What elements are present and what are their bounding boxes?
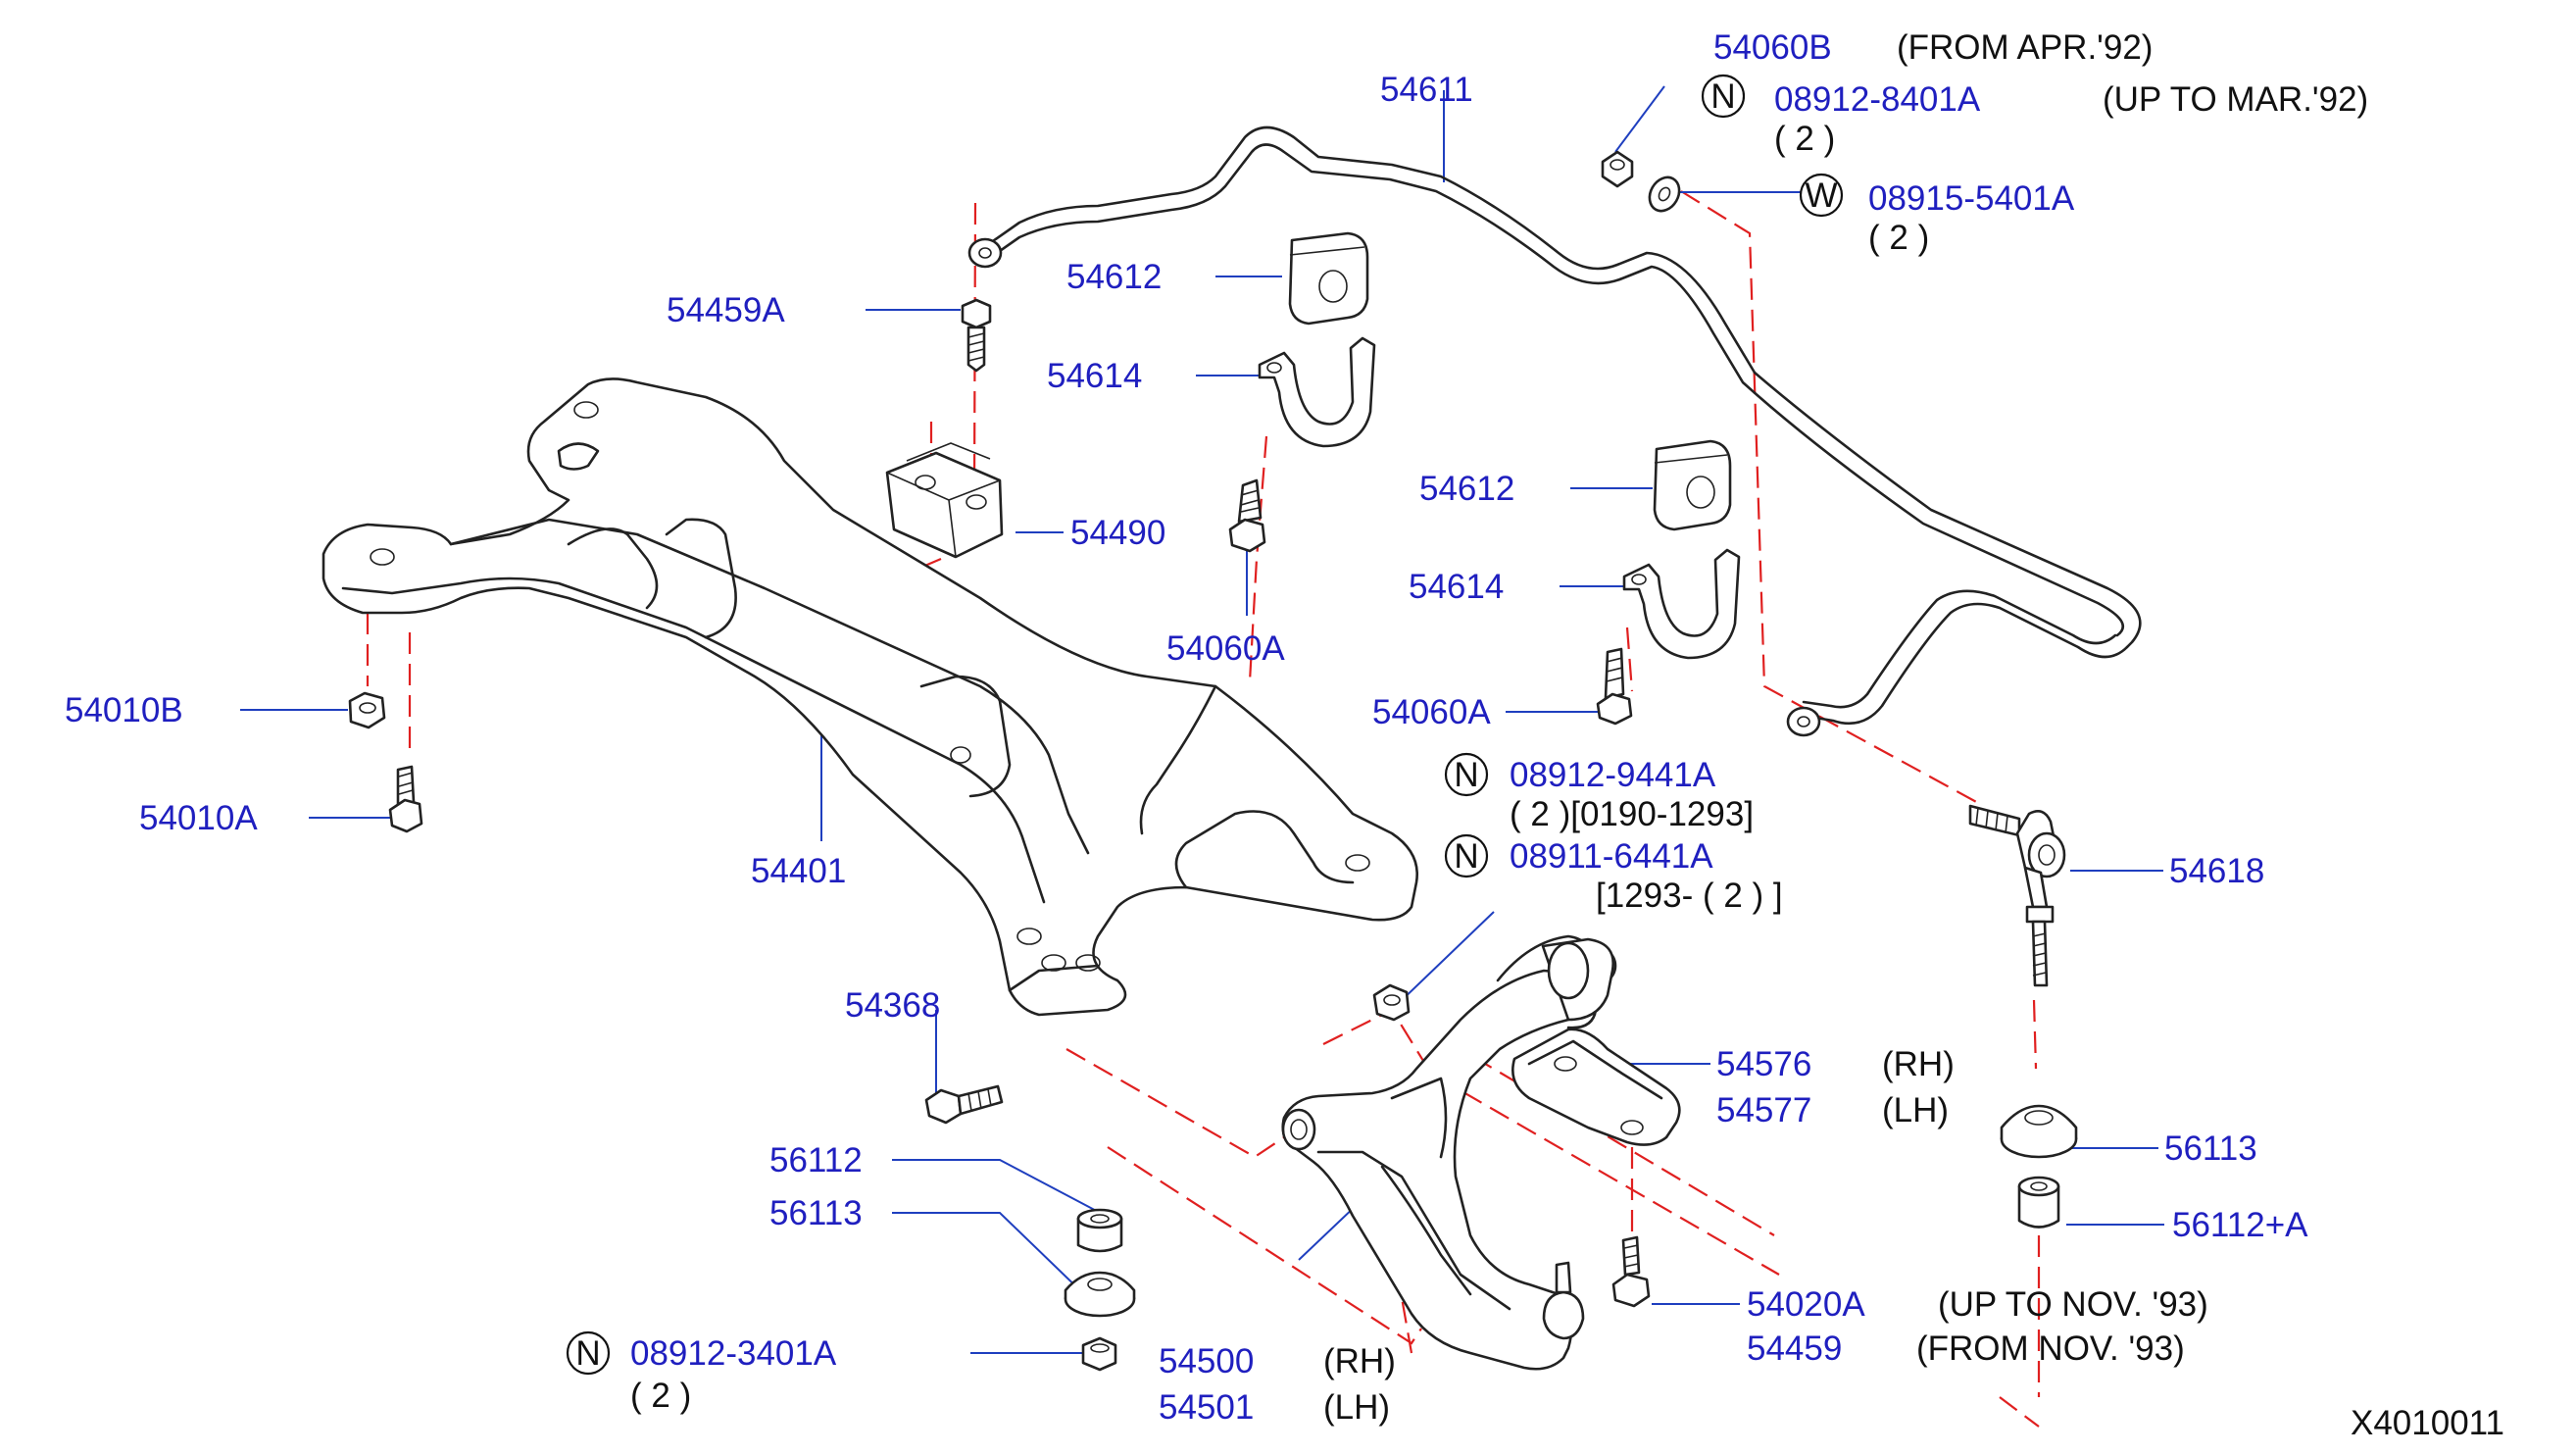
label-56112: 56112 bbox=[769, 1141, 863, 1179]
label-54459A: 54459A bbox=[667, 291, 785, 329]
bolt-54459A bbox=[961, 298, 992, 373]
label-56113-left: 56113 bbox=[769, 1194, 863, 1232]
bolt-54368 bbox=[924, 1084, 1004, 1125]
label-08912-9441A: 08912-9441A bbox=[1510, 756, 1716, 794]
label-54500: 54500 bbox=[1159, 1342, 1254, 1380]
leader-lines bbox=[240, 85, 2164, 1354]
washer-symbol-08915-5401A: W bbox=[1799, 173, 1844, 218]
qty-08912-8401A: ( 2 ) bbox=[1774, 120, 1835, 158]
bolt-54020A bbox=[1611, 1235, 1651, 1308]
label-08915-5401A: 08915-5401A bbox=[1868, 179, 2075, 218]
lower-arm-54500 bbox=[1281, 934, 1617, 1371]
qty-08912-3401A: ( 2 ) bbox=[630, 1377, 691, 1415]
note-lh-54577: (LH) bbox=[1882, 1091, 1949, 1129]
nut-symbol-08912-9441A: N bbox=[1444, 752, 1489, 797]
label-54060A-lower: 54060A bbox=[1372, 693, 1491, 731]
label-08912-8401A: 08912-8401A bbox=[1774, 80, 1981, 119]
label-54010B: 54010B bbox=[65, 691, 183, 729]
bushing-56113-left bbox=[1064, 1271, 1136, 1318]
bushing-56112A-right bbox=[2017, 1176, 2060, 1229]
range-08911-6441A: [1293- ( 2 ) ] bbox=[1596, 877, 1783, 915]
nut-symbol-08911-6441A: N bbox=[1444, 833, 1489, 878]
label-54612-upper: 54612 bbox=[1066, 258, 1162, 296]
note-up-to-mar92: (UP TO MAR.'92) bbox=[2103, 80, 2368, 119]
svg-text:N: N bbox=[575, 1334, 600, 1373]
mount-54490 bbox=[885, 442, 1004, 559]
qty-08915-5401A: ( 2 ) bbox=[1868, 219, 1929, 257]
note-up-to-nov93: (UP TO NOV. '93) bbox=[1938, 1285, 2208, 1324]
qty-range-08912-9441A: ( 2 )[0190-1293] bbox=[1510, 795, 1754, 833]
stabilizer-bar bbox=[967, 125, 2142, 737]
nut-08912-3401A bbox=[1081, 1336, 1117, 1372]
nut-54060B bbox=[1601, 150, 1634, 188]
label-54618: 54618 bbox=[2169, 852, 2264, 890]
drawing-id: X4010011 bbox=[2351, 1404, 2504, 1442]
label-54577: 54577 bbox=[1716, 1091, 1811, 1129]
washer-08915 bbox=[1648, 176, 1681, 213]
note-rh-54500: (RH) bbox=[1323, 1342, 1396, 1380]
bushing-56113-right bbox=[2000, 1104, 2078, 1159]
bolt-54060A-lower bbox=[1596, 647, 1633, 726]
label-56113-right: 56113 bbox=[2164, 1129, 2257, 1168]
note-rh-54576: (RH) bbox=[1882, 1045, 1955, 1083]
bracket-54614-lower bbox=[1622, 548, 1741, 660]
svg-text:N: N bbox=[1454, 756, 1478, 794]
bolt-54060A-upper bbox=[1228, 478, 1266, 553]
label-54060A-upper: 54060A bbox=[1166, 629, 1285, 668]
bracket-54576 bbox=[1511, 1028, 1681, 1146]
stabilizer-link-54618 bbox=[1968, 804, 2066, 987]
labels: 54060B (FROM APR.'92) 08912-8401A (UP TO… bbox=[65, 28, 2504, 1442]
note-from-apr92: (FROM APR.'92) bbox=[1897, 28, 2153, 67]
nut-symbol-08912-3401A: N bbox=[566, 1330, 611, 1376]
bolt-54010A bbox=[388, 765, 423, 833]
label-54576: 54576 bbox=[1716, 1045, 1811, 1083]
label-08912-3401A: 08912-3401A bbox=[630, 1334, 837, 1373]
bushing-56112-left bbox=[1076, 1208, 1123, 1253]
label-54612-lower: 54612 bbox=[1419, 470, 1514, 508]
bushing-54612-lower bbox=[1653, 439, 1732, 531]
note-lh-54501: (LH) bbox=[1323, 1388, 1390, 1427]
bushing-54612-upper bbox=[1288, 231, 1369, 326]
label-54611: 54611 bbox=[1380, 71, 1473, 109]
nut-08912-9441A bbox=[1372, 983, 1411, 1022]
nut-54010B bbox=[348, 691, 386, 729]
label-54401: 54401 bbox=[751, 852, 846, 890]
label-54060B: 54060B bbox=[1713, 28, 1832, 67]
label-54501: 54501 bbox=[1159, 1388, 1254, 1427]
bracket-54614-upper bbox=[1258, 336, 1376, 448]
label-54614-upper: 54614 bbox=[1047, 357, 1142, 395]
crossmember-54401 bbox=[322, 377, 1419, 1017]
label-54614-lower: 54614 bbox=[1409, 568, 1504, 606]
label-54020A: 54020A bbox=[1747, 1285, 1865, 1324]
note-from-nov93: (FROM NOV. '93) bbox=[1916, 1330, 2185, 1368]
label-54368: 54368 bbox=[845, 986, 940, 1025]
label-54459: 54459 bbox=[1747, 1330, 1842, 1368]
label-54010A: 54010A bbox=[139, 799, 258, 837]
nut-symbol-08912-8401A: N bbox=[1701, 74, 1746, 119]
svg-text:N: N bbox=[1454, 837, 1478, 876]
label-08911-6441A: 08911-6441A bbox=[1510, 837, 1713, 876]
label-56112A: 56112+A bbox=[2172, 1206, 2308, 1244]
label-54490: 54490 bbox=[1070, 514, 1165, 552]
svg-text:W: W bbox=[1805, 176, 1837, 215]
svg-text:N: N bbox=[1710, 77, 1735, 116]
